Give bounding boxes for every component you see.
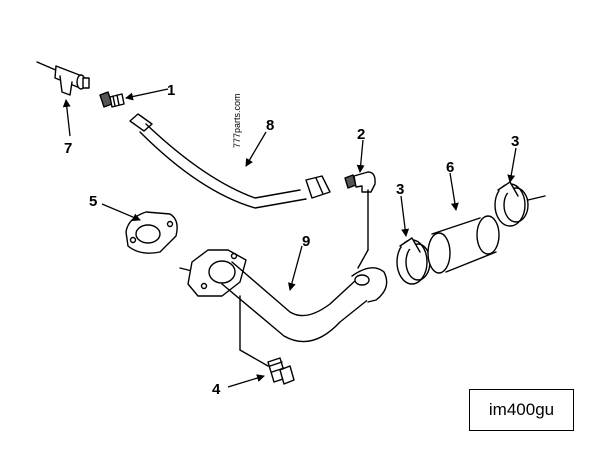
leader-arrow-7: [62, 99, 71, 137]
callout-8: 8: [266, 117, 274, 134]
callout-6: 6: [446, 159, 454, 176]
callout-7: 7: [64, 140, 72, 157]
callout-3-lower: 3: [396, 181, 404, 198]
hose-line-part-8: [129, 113, 331, 209]
gasket-part-5: [125, 211, 178, 254]
leader-arrow-3-lower: [400, 195, 410, 237]
leader-arrow-9: [287, 245, 303, 291]
callout-3-upper: 3: [511, 133, 519, 150]
pipe-part-9: [179, 249, 388, 367]
callout-1: 1: [167, 82, 175, 99]
callout-2: 2: [357, 126, 365, 143]
watermark-text: 777parts.com: [232, 93, 242, 148]
callout-9: 9: [302, 233, 310, 250]
leader-arrow-1: [125, 88, 169, 101]
hose-clamp-part-3-upper: [494, 181, 546, 227]
callout-5: 5: [89, 193, 97, 210]
callout-4: 4: [212, 381, 221, 398]
tee-fitting-part-7: [36, 61, 90, 96]
connector-fitting-part-1: [99, 91, 125, 108]
reference-code-box: im400gu: [469, 389, 574, 431]
leader-arrow-3-upper: [507, 147, 517, 183]
leader-arrow-4: [227, 374, 265, 388]
elbow-fitting-part-2: [344, 171, 376, 269]
bolt-part-4: [267, 357, 295, 385]
hose-sleeve-part-6: [427, 215, 500, 274]
leader-arrow-8: [245, 131, 267, 167]
hose-clamp-part-3-lower: [396, 237, 431, 285]
leader-arrow-2: [356, 139, 365, 173]
leader-arrow-6: [449, 172, 459, 211]
leader-arrow-5: [101, 203, 141, 221]
reference-code: im400gu: [488, 400, 555, 419]
